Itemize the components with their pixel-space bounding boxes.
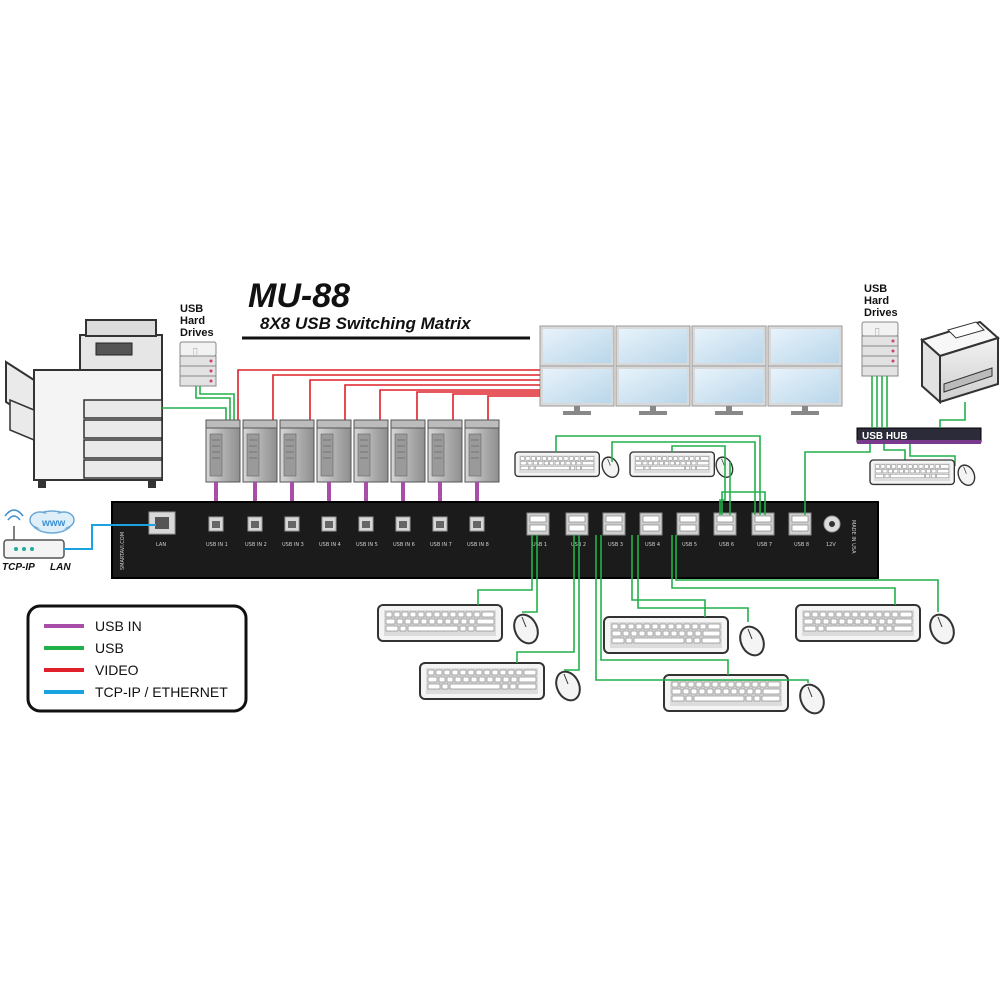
usb-out-3-label: USB 3 <box>608 542 623 548</box>
svg-text:⎍: ⎍ <box>873 325 882 339</box>
usb-out-6-port[interactable] <box>713 512 737 536</box>
product-title: MU-88 <box>248 277 350 315</box>
legend-label-3: TCP-IP / ETHERNET <box>95 684 228 700</box>
www-label: www <box>41 518 66 529</box>
usb-out-4-port[interactable] <box>639 512 663 536</box>
tcp-ip-label: TCP-IP <box>2 562 35 573</box>
usb-hub: USB HUB <box>856 427 982 444</box>
usb-out-2-port[interactable] <box>565 512 589 536</box>
usb-hard-drives-right-line3: Drives <box>864 307 898 319</box>
lan-port-label: LAN <box>156 542 166 548</box>
usb-hard-drives-left-line1: USB <box>180 303 203 315</box>
usb-in-2-port[interactable] <box>247 516 263 532</box>
computer-towers <box>205 419 500 483</box>
legend-label-0: USB IN <box>95 618 142 634</box>
usb-in-8-label: USB IN 8 <box>467 542 489 548</box>
legend: USB IN USB VIDEO TCP-IP / ETHERNET <box>26 604 248 713</box>
usb-in-5-port[interactable] <box>358 516 374 532</box>
switch-panel: SMARTAVI.COM LAN USB IN 1 USB IN 2 USB I… <box>111 501 879 579</box>
legend-label-2: VIDEO <box>95 662 139 678</box>
ethernet-cable <box>64 524 156 550</box>
usb-out-8-port[interactable] <box>788 512 812 536</box>
bottom-peripherals <box>377 604 960 719</box>
video-cables <box>237 369 540 420</box>
usb-out-1-label: USB 1 <box>532 542 547 548</box>
usb-cables-right-top <box>804 376 966 515</box>
hard-drive-left-icon: ⎍ <box>179 341 217 387</box>
svg-text:⎍: ⎍ <box>191 345 200 359</box>
usb-out-1-port[interactable] <box>526 512 550 536</box>
usb-in-6-label: USB IN 6 <box>393 542 415 548</box>
usb-cables-top <box>555 435 766 515</box>
usb-hard-drives-right-line2: Hard <box>864 295 889 307</box>
top-peripherals <box>514 451 979 489</box>
usb-in-8-port[interactable] <box>469 516 485 532</box>
usb-in-3-port[interactable] <box>284 516 300 532</box>
usb-out-5-label: USB 5 <box>682 542 697 548</box>
power-label: 12V <box>826 542 836 548</box>
legend-label-1: USB <box>95 640 124 656</box>
network-cloud: www <box>29 510 75 534</box>
made-in-label: MADE IN USA <box>850 520 856 554</box>
usb-out-7-label: USB 7 <box>757 542 772 548</box>
product-subtitle: 8X8 USB Switching Matrix <box>260 314 472 333</box>
usb-out-3-port[interactable] <box>602 512 626 536</box>
usb-in-1-port[interactable] <box>208 516 224 532</box>
usb-in-5-label: USB IN 5 <box>356 542 378 548</box>
usb-out-6-label: USB 6 <box>719 542 734 548</box>
printer-icon <box>920 320 1000 405</box>
usb-hard-drives-right-line1: USB <box>864 283 887 295</box>
lan-network-label: LAN <box>50 562 71 573</box>
brand-label: SMARTAVI.COM <box>120 532 126 570</box>
usb-out-5-port[interactable] <box>676 512 700 536</box>
hard-drive-right-icon: ⎍ <box>861 321 899 377</box>
usb-out-4-label: USB 4 <box>645 542 660 548</box>
usb-out-7-port[interactable] <box>751 512 775 536</box>
copier-icon <box>5 319 163 488</box>
usb-cables-bottom <box>477 535 939 683</box>
usb-in-6-port[interactable] <box>395 516 411 532</box>
usb-in-7-port[interactable] <box>432 516 448 532</box>
usb-in-2-label: USB IN 2 <box>245 542 267 548</box>
usb-in-7-label: USB IN 7 <box>430 542 452 548</box>
usb-hard-drives-left-line3: Drives <box>180 327 214 339</box>
usb-hard-drives-left-line2: Hard <box>180 315 205 327</box>
usb-hub-label: USB HUB <box>862 431 908 442</box>
usb-in-4-port[interactable] <box>321 516 337 532</box>
usb-in-4-label: USB IN 4 <box>319 542 341 548</box>
usb-cables-left <box>162 386 235 420</box>
usb-in-1-label: USB IN 1 <box>206 542 228 548</box>
usb-out-8-label: USB 8 <box>794 542 809 548</box>
video-wall <box>539 325 843 415</box>
usb-in-3-label: USB IN 3 <box>282 542 304 548</box>
